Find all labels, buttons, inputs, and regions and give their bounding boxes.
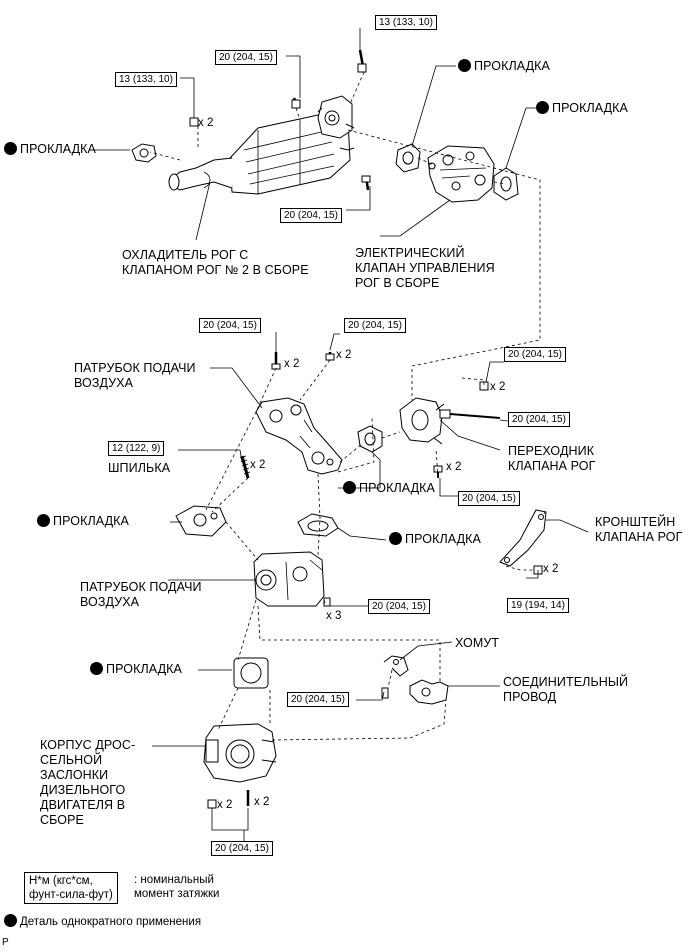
gasket-egr-valve-left — [395, 143, 421, 173]
torque-spec: 20 (204, 15) — [211, 841, 273, 856]
label-gasket: ПРОКЛАДКА — [37, 514, 129, 529]
single-use-dot-icon — [4, 914, 17, 927]
label-gasket: ПРОКЛАДКА — [389, 532, 481, 547]
corner-mark: P — [2, 937, 9, 948]
torque-spec: 12 (122, 9) — [108, 441, 165, 456]
single-use-dot-icon — [536, 101, 549, 114]
torque-spec: 20 (204, 15) — [368, 599, 430, 614]
label-connector-wire: СОЕДИНИТЕЛЬНЫЙ ПРОВОД — [503, 675, 629, 704]
label-stud: ШПИЛЬКА — [108, 461, 171, 475]
quantity-x2: x 2 — [446, 461, 462, 473]
label-intake-pipe-upper: ПАТРУБОК ПОДАЧИ ВОЗДУХА — [74, 361, 196, 390]
quantity-x2: x 2 — [198, 117, 214, 129]
quantity-x2: x 2 — [284, 358, 300, 370]
label-gasket: ПРОКЛАДКА — [343, 481, 435, 496]
single-use-dot-icon — [389, 532, 402, 545]
torque-spec: 20 (204, 15) — [287, 692, 349, 707]
egr-bracket-drawing — [499, 509, 547, 575]
single-use-dot-icon — [90, 662, 103, 675]
torque-spec: 20 (204, 15) — [344, 318, 406, 333]
label-egr-bracket: КРОНШТЕЙН КЛАПАНА РОГ — [595, 515, 683, 544]
gasket-middle — [297, 513, 339, 537]
label-intake-pipe-lower: ПАТРУБОК ПОДАЧИ ВОЗДУХА — [80, 580, 202, 609]
quantity-x2: x 2 — [490, 381, 506, 393]
label-throttle-body: КОРПУС ДРОС- СЕЛЬНОЙ ЗАСЛОНКИ ДИЗЕЛЬНОГО… — [40, 738, 136, 827]
clamp-drawing — [383, 655, 409, 677]
torque-spec: 13 (133, 10) — [115, 72, 177, 87]
egr-valve-drawing — [427, 145, 495, 203]
intake-pipe-upper-drawing — [255, 397, 343, 475]
gasket-left-middle — [175, 505, 227, 537]
connector-wire-drawing — [381, 679, 449, 705]
single-use-dot-icon — [458, 59, 471, 72]
torque-spec: 13 (133, 10) — [375, 15, 437, 30]
quantity-x2: x 2 — [254, 796, 270, 808]
torque-spec: 20 (204, 15) — [504, 347, 566, 362]
egr-cooler-drawing — [168, 95, 355, 195]
throttle-body-drawing — [203, 723, 277, 809]
label-egr-valve: ЭЛЕКТРИЧЕСКИЙ КЛАПАН УПРАВЛЕНИЯ РОГ В СБ… — [355, 246, 495, 290]
label-gasket: ПРОКЛАДКА — [4, 142, 96, 157]
label-gasket: ПРОКЛАДКА — [458, 59, 550, 74]
torque-spec: 19 (194, 14) — [507, 598, 569, 613]
label-clamp: ХОМУТ — [455, 636, 500, 650]
single-use-dot-icon — [37, 514, 50, 527]
single-use-dot-icon — [4, 142, 17, 155]
quantity-x2: x 2 — [543, 563, 559, 575]
gasket-throttle — [233, 657, 269, 689]
label-egr-cooler: ОХЛАДИТЕЛЬ РОГ С КЛАПАНОМ РОГ № 2 В СБОР… — [122, 248, 309, 277]
stud-drawing — [239, 455, 251, 479]
gasket-top-left — [131, 143, 157, 163]
torque-spec: 20 (204, 15) — [280, 208, 342, 223]
single-use-dot-icon — [343, 481, 356, 494]
legend-unit-description: : номинальный момент затяжки — [134, 874, 220, 900]
quantity-x3: x 3 — [326, 610, 342, 622]
gasket-adapter — [357, 425, 383, 453]
leader-lines — [92, 28, 589, 842]
label-gasket: ПРОКЛАДКА — [536, 101, 628, 116]
bolts-upper — [271, 352, 335, 370]
legend-single-use: Деталь однократного применения — [4, 914, 201, 929]
torque-spec: 20 (204, 15) — [199, 318, 261, 333]
quantity-x2: x 2 — [336, 349, 352, 361]
quantity-x2: x 2 — [250, 459, 266, 471]
torque-spec: 20 (204, 15) — [458, 491, 520, 506]
egr-adapter-drawing — [399, 397, 501, 445]
quantity-x2: x 2 — [217, 799, 233, 811]
label-gasket: ПРОКЛАДКА — [90, 662, 182, 677]
assembly-lines — [149, 71, 547, 741]
intake-pipe-lower-drawing — [253, 551, 331, 607]
legend-unit-box: Н*м (кгс*см, фунт-сила-фут) — [24, 872, 118, 904]
bolts-cooler — [189, 49, 371, 191]
torque-spec: 20 (204, 15) — [508, 412, 570, 427]
torque-spec: 20 (204, 15) — [215, 50, 277, 65]
label-egr-adapter: ПЕРЕХОДНИК КЛАПАНА РОГ — [508, 444, 596, 473]
